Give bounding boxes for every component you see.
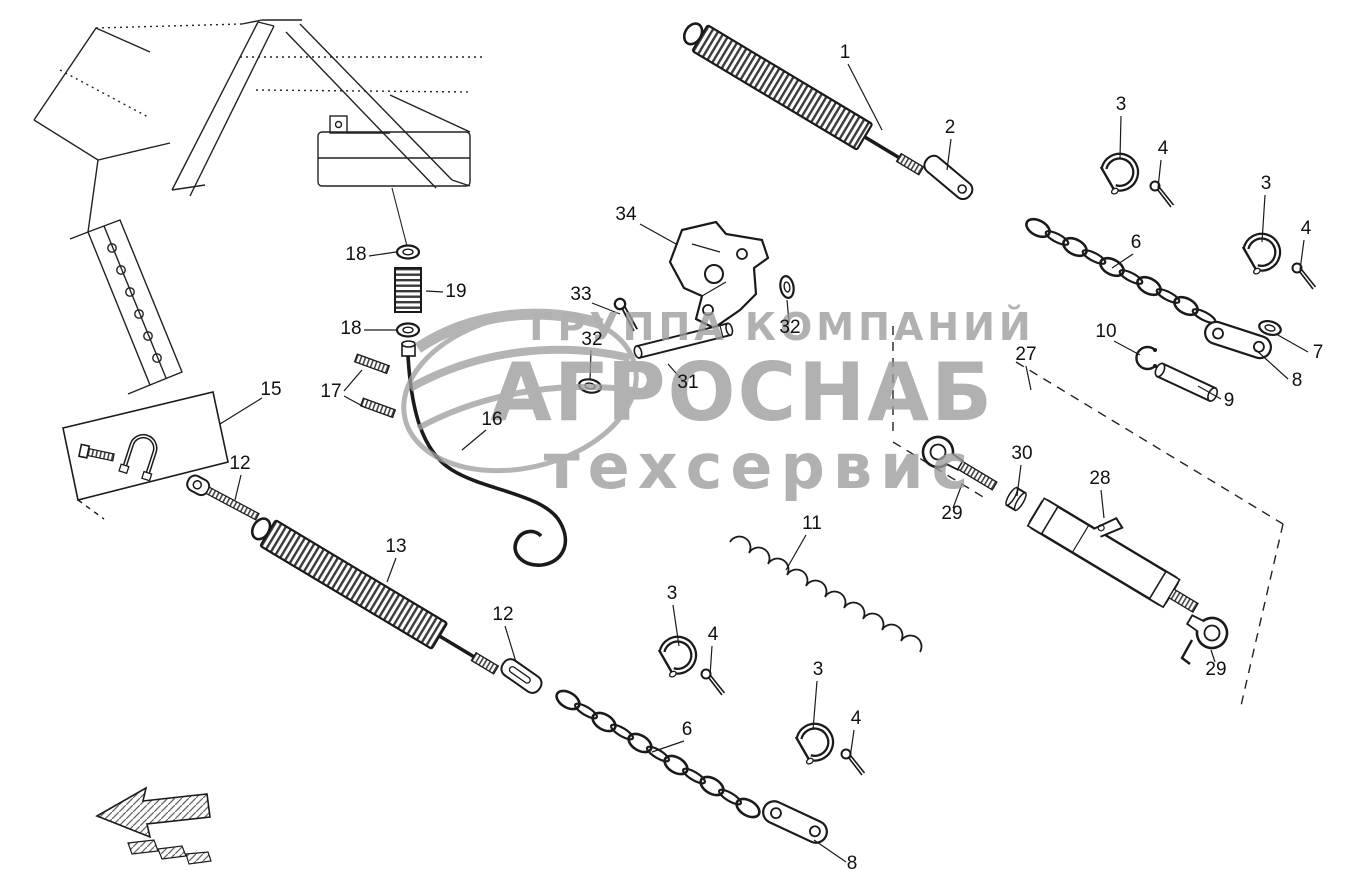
callout-13: 13 — [385, 536, 406, 557]
machine-frame-sketch — [33, 19, 482, 395]
callout-34: 34 — [615, 204, 637, 225]
callout-29b: 29 — [1205, 659, 1226, 680]
part-washer-7 — [1256, 317, 1284, 339]
callout-28: 28 — [1089, 468, 1110, 489]
part-studs-17 — [353, 353, 397, 419]
callout-3d: 3 — [813, 659, 824, 680]
part-cotter-bottom-2 — [840, 748, 866, 776]
part-lock-lever — [1180, 639, 1194, 665]
part-turnbuckle-body — [1026, 497, 1199, 613]
part-spring-bottom — [250, 517, 500, 675]
part-mounting-bracket — [668, 220, 770, 330]
callout-3b: 3 — [1261, 173, 1272, 194]
part-clevis-bottom-1 — [655, 633, 700, 678]
callout-17: 17 — [320, 381, 341, 402]
callout-18b: 18 — [340, 318, 361, 339]
callout-33: 33 — [570, 284, 591, 305]
callout-8b: 8 — [847, 853, 858, 874]
callout-11: 11 — [802, 513, 822, 534]
callout-6a: 6 — [1131, 232, 1142, 253]
callout-1: 1 — [840, 42, 851, 63]
part-guide-rod — [401, 340, 568, 567]
part-jam-nut — [1005, 486, 1027, 512]
part-twisted-link — [729, 535, 923, 653]
part-clevis-bottom-2 — [792, 720, 837, 765]
part-cotter-top-1 — [1149, 180, 1175, 208]
part-spring-clip — [1135, 345, 1157, 371]
watermark-line3: техсервис — [544, 430, 977, 503]
part-cotter-top-2 — [1291, 262, 1317, 290]
part-spring-long — [682, 22, 925, 176]
part-washer-18a — [395, 244, 421, 260]
watermark: ГРУППА КОМПАНИЙ АГРОСНАБ техсервис — [401, 305, 1034, 503]
back-arrow-icon[interactable] — [95, 786, 212, 865]
callout-18a: 18 — [345, 244, 366, 265]
watermark-line2: АГРОСНАБ — [490, 346, 994, 439]
callout-2: 2 — [945, 117, 956, 138]
part-clevis-top-1 — [1097, 150, 1142, 195]
part-ring-32 — [777, 273, 797, 301]
callout-4b: 4 — [1301, 218, 1312, 239]
callout-10: 10 — [1095, 321, 1116, 342]
part-clevis-pin — [633, 322, 734, 360]
part-link-plate — [500, 658, 543, 694]
callout-8a: 8 — [1292, 370, 1303, 391]
callouts: 1 2 3 4 6 3 4 10 7 8 9 27 34 33 32 32 31… — [229, 42, 1323, 874]
callout-4a: 4 — [1158, 138, 1169, 159]
part-spring-small — [394, 267, 422, 313]
callout-32a: 32 — [779, 317, 800, 338]
callout-29a: 29 — [941, 503, 962, 524]
callout-15: 15 — [260, 379, 281, 400]
callout-6b: 6 — [682, 719, 693, 740]
callout-12a: 12 — [229, 453, 250, 474]
callout-27: 27 — [1015, 344, 1036, 365]
watermark-line1: ГРУППА КОМПАНИЙ — [529, 305, 1034, 349]
leader-lines — [219, 63, 1309, 863]
part-rod-end-upper — [921, 435, 998, 491]
parts-layer — [62, 22, 1317, 848]
part-mounting-kit — [62, 391, 229, 520]
part-bracket-bottom — [758, 796, 832, 848]
part-washer-18b — [395, 322, 421, 338]
callout-31: 31 — [677, 372, 698, 393]
part-eye-bolt — [186, 474, 260, 521]
callout-7: 7 — [1313, 342, 1324, 363]
callout-16: 16 — [481, 409, 502, 430]
part-clevis-top-2 — [1239, 230, 1284, 275]
callout-4d: 4 — [851, 708, 862, 729]
part-pin-9 — [1154, 362, 1219, 403]
watermark-logo-icon — [401, 308, 647, 474]
part-cotter-bottom-1 — [700, 668, 726, 696]
callout-32b: 32 — [581, 329, 602, 350]
part-rod-end-lower — [1185, 614, 1229, 650]
callout-9: 9 — [1224, 390, 1235, 411]
part-chain-top — [1022, 214, 1219, 327]
callout-3a: 3 — [1116, 94, 1127, 115]
callout-30: 30 — [1011, 443, 1032, 464]
part-connector-plate — [923, 154, 974, 201]
callout-19: 19 — [445, 281, 466, 302]
callout-3c: 3 — [667, 583, 678, 604]
part-chain-bottom — [552, 685, 764, 823]
callout-4c: 4 — [708, 624, 719, 645]
assembly-boundary-dashes — [892, 326, 1284, 711]
callout-12b: 12 — [492, 604, 513, 625]
